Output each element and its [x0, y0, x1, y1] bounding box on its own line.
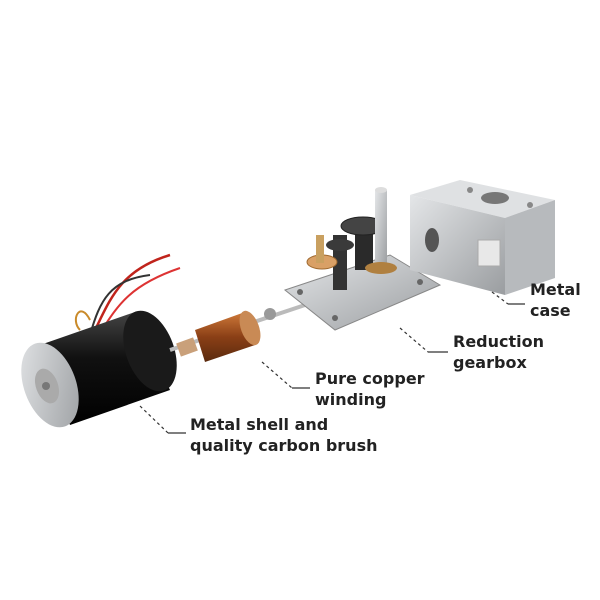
- motor-shell: [21, 310, 177, 428]
- copper-armature: [169, 303, 306, 362]
- label-pure-copper-winding: Pure copper winding: [315, 368, 425, 410]
- label-metal-shell: Metal shell and quality carbon brush: [190, 414, 377, 456]
- label-line: gearbox: [453, 353, 527, 372]
- label-line: winding: [315, 390, 387, 409]
- label-metal-case: Metal case: [530, 279, 581, 321]
- leader-lines: [139, 291, 525, 434]
- label-line: Metal: [530, 280, 581, 299]
- label-reduction-gearbox: Reduction gearbox: [453, 331, 544, 373]
- label-line: Pure copper: [315, 369, 425, 388]
- label-line: Reduction: [453, 332, 545, 351]
- label-line: quality carbon brush: [190, 436, 378, 455]
- gearbox-plate: [283, 187, 442, 331]
- label-line: Metal shell and: [190, 415, 329, 434]
- label-line: case: [530, 301, 571, 320]
- metal-case: [410, 180, 555, 295]
